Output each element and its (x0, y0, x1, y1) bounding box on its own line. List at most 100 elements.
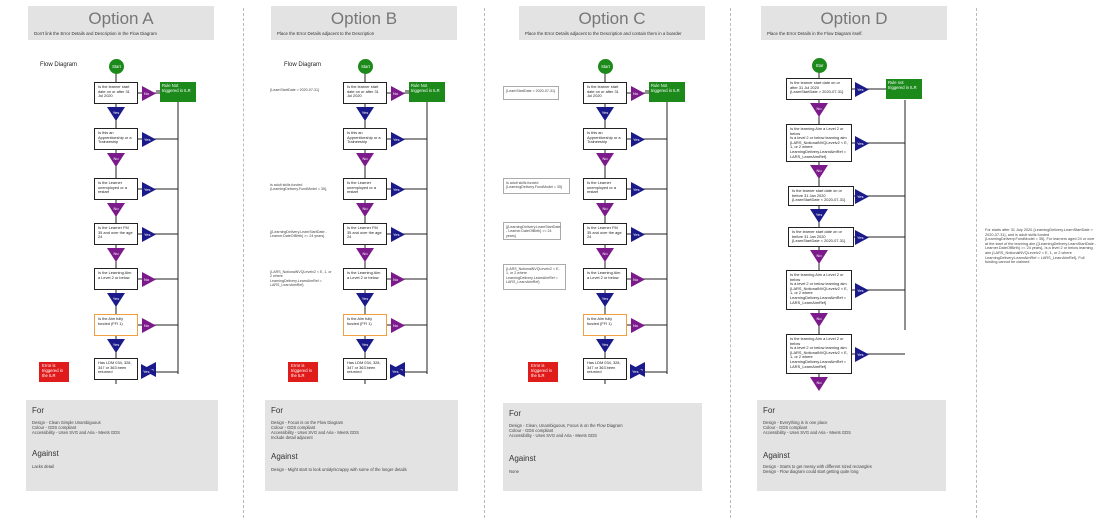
option-header: Option A Don't link the Error Details an… (28, 6, 214, 40)
marker-label: Yes (144, 187, 151, 192)
decision-node: Is the Learner unemployed or a restart (343, 178, 387, 200)
decision-node: Is this an Apprenticeship or a Traineesh… (94, 128, 138, 150)
marker-label: No (816, 106, 822, 111)
marker-label: No (602, 206, 608, 211)
option-c-column: Option C Place the Error Details adjacen… (484, 0, 730, 530)
for-item: Colour - GDS compliant (271, 425, 316, 430)
error-detail-box: {LearnStartDate > 2020-07-31} (503, 86, 559, 100)
marker-label: No (362, 156, 368, 161)
decision-node: Is the learner start date on or before 3… (788, 227, 854, 247)
option-b-column: Option B Place the Error Details adjacen… (243, 0, 484, 530)
marker-label: No (113, 251, 119, 256)
against-item: Design - Might start to look untidy/scra… (271, 467, 407, 472)
error-detail-box: {LARS_NotionalNVQLevelv2 < E, 1, or 2 wh… (503, 264, 566, 290)
for-item: Accessibility - Uses SVG and Aria - Meet… (763, 430, 851, 435)
error-detail-note: {LARS_NotionalNVQLevelv2 < E, 1, or 2 wh… (270, 270, 332, 287)
marker-label: No (113, 206, 119, 211)
error-detail-note: Is adult skills funded {LearningDelivery… (270, 183, 328, 192)
decision-node: Is the Aim fully funded (FFI 1) (583, 314, 627, 336)
for-item: Colour - GDS compliant (763, 425, 808, 430)
start-node: Start (109, 59, 124, 74)
decision-node: Is the learning Aim a Level 2 or below I… (786, 334, 852, 374)
against-item: None (509, 469, 520, 474)
option-title: Option D (820, 9, 888, 28)
against-item: Lacks detail (32, 464, 55, 469)
error-detail-note: {{LearningDelivery.LearnStartDate - Lear… (270, 230, 327, 239)
decision-node: Is the learner start date on or after 31… (786, 78, 852, 100)
marker-label: Yes (857, 352, 864, 357)
marker-label: Yes (601, 296, 609, 301)
start-node: Start (598, 59, 613, 74)
for-heading: For (32, 406, 44, 415)
marker-label: No (602, 251, 608, 256)
marker-label: No (633, 323, 639, 328)
decision-node: Is the learning Aim a Level 2 or below I… (786, 270, 852, 310)
for-item: Colour - GDS compliant (32, 425, 77, 430)
marker-label: No (362, 206, 368, 211)
marker-label: No (393, 277, 399, 282)
error-triggered-box: Error is triggered in the ILR (288, 362, 318, 382)
decision-node: Is this an Apprenticeship or a Traineesh… (343, 128, 387, 150)
decision-node: Is the Learner FM 35 and over the age 24 (343, 223, 387, 245)
rule-not-triggered-box: Rule Not triggered in ILR (160, 82, 196, 102)
marker-label: No (144, 323, 150, 328)
marker-label: Yes (361, 110, 369, 115)
for-item: Design - Clean, Unambiguous, Focus is on… (509, 423, 623, 428)
rule-not-triggered-box: Rule Not triggered in ILR (409, 82, 445, 102)
marker-label: Yes (857, 235, 864, 240)
marker-label: Yes (393, 137, 400, 142)
for-heading: For (763, 406, 775, 415)
for-heading: For (271, 406, 283, 415)
marker-label: Yes (392, 369, 399, 374)
marker-label: No (633, 91, 639, 96)
decision-node: Is this an Apprenticeship or a Traineesh… (583, 128, 627, 150)
marker-label: No (393, 323, 399, 328)
column-divider (730, 8, 731, 518)
error-triggered-box: Error is triggered in the ILR (39, 362, 69, 382)
option-d-column: Option D Place the Error Details in the … (730, 0, 976, 530)
start-node: Start (358, 59, 373, 74)
flow-diagram-label: Flow Diagram (40, 62, 78, 68)
error-detail-box: Is adult skills funded {LearningDelivery… (503, 178, 570, 194)
against-item: Design - Starts to get messy with differ… (763, 464, 872, 469)
marker-label: No (816, 168, 822, 173)
decision-node: Is the Learning Aim a Level 2 or below (583, 268, 627, 290)
marker-label: Yes (815, 212, 823, 217)
decision-node: Has LDM 034, 328, 347 or 363 been return… (94, 358, 138, 380)
against-heading: Against (32, 449, 59, 458)
marker-label: No (816, 380, 822, 385)
decision-node: Is the learner start date on or after 31… (343, 82, 387, 104)
decision-node: Is the learner start date on or after 31… (94, 82, 138, 104)
marker-label: Yes (143, 369, 150, 374)
decision-node: Is the Aim fully funded (FFI 1) (343, 314, 387, 336)
start-node: Star (812, 58, 827, 73)
marker-label: No (816, 316, 822, 321)
for-against-panel: For Design - Clean, Unambiguous, Focus i… (503, 403, 702, 491)
marker-label: No (144, 277, 150, 282)
marker-label: Yes (144, 232, 151, 237)
side-note: For starts after 31 July 2020 {LearningD… (985, 228, 1097, 265)
for-item: Design - Focus is on the Flow Diagram (271, 420, 344, 425)
decision-node: Is the Aim fully funded (FFI 1) (94, 314, 138, 336)
marker-label: Yes (857, 288, 864, 293)
marker-label: Yes (857, 87, 864, 92)
marker-label: No (633, 277, 639, 282)
marker-label: No (113, 156, 119, 161)
for-against-panel: For Design - Everything is in one place … (757, 400, 946, 491)
option-subtitle: Place the Error Details adjacent to the … (277, 31, 375, 36)
marker-label: Yes (144, 137, 151, 142)
marker-label: No (144, 91, 150, 96)
for-item: Design - Everything is in one place (763, 420, 828, 425)
against-item: Design - Flow diagram could start gettin… (763, 469, 859, 474)
decision-node: Is the Learning Aim a Level 2 or below (94, 268, 138, 290)
error-triggered-box: Error is triggered in the ILR (528, 362, 558, 382)
against-heading: Against (509, 454, 536, 463)
option-header: Option B Place the Error Details adjacen… (271, 6, 457, 40)
marker-label: Yes (633, 187, 640, 192)
decision-node: Has LDM 034, 328, 347 or 363 been return… (583, 358, 627, 380)
marker-label: Yes (112, 110, 120, 115)
decision-node: Is the Learner unemployed or a restart (94, 178, 138, 200)
for-item: Accessibility - Uses SVG and Aria - Meet… (509, 433, 597, 438)
marker-label: Yes (393, 187, 400, 192)
marker-label: Yes (601, 342, 609, 347)
